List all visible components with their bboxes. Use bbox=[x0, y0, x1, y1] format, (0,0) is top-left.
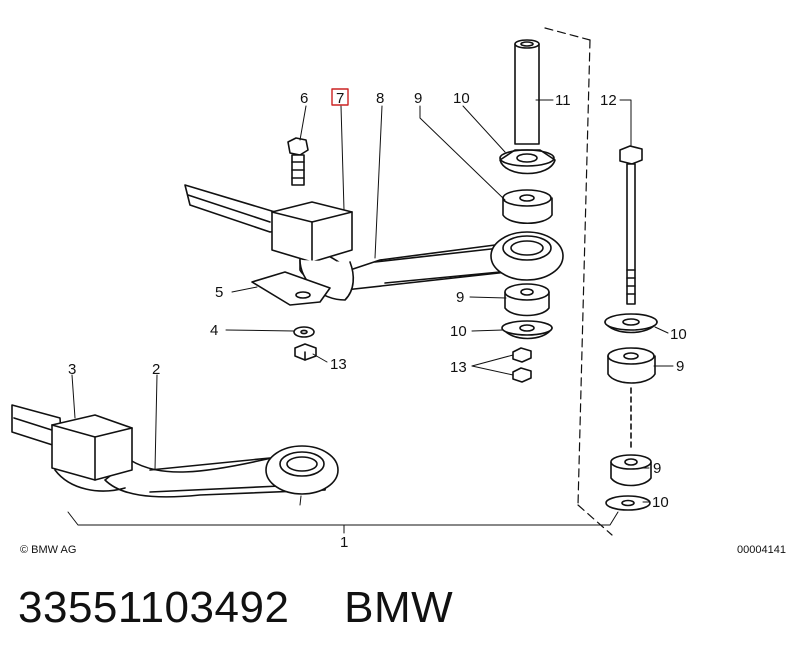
callout-10-top: 10 bbox=[453, 90, 470, 107]
callout-13-left: 13 bbox=[330, 356, 347, 373]
callout-10-right-lower: 10 bbox=[652, 494, 669, 511]
upper-stabilizer-bar bbox=[184, 184, 527, 291]
lower-rubber-mount bbox=[51, 414, 133, 492]
callout-1: 1 bbox=[340, 534, 348, 551]
washer-left bbox=[293, 326, 315, 338]
callout-10-right: 10 bbox=[670, 326, 687, 343]
callout-12: 12 bbox=[600, 92, 617, 109]
bushing-right-lower bbox=[610, 454, 652, 487]
highlight-box bbox=[331, 88, 349, 106]
callout-4: 4 bbox=[210, 322, 218, 339]
nut-left bbox=[294, 343, 317, 361]
washer-right-lower bbox=[605, 495, 651, 511]
callout-8: 8 bbox=[376, 90, 384, 107]
link-eye bbox=[490, 231, 564, 281]
callout-3: 3 bbox=[68, 361, 76, 378]
long-bolt bbox=[619, 145, 643, 305]
cup-washer-top bbox=[499, 149, 556, 175]
lower-stabilizer-bar bbox=[11, 404, 339, 498]
dashed-frame bbox=[544, 27, 613, 536]
callout-2: 2 bbox=[152, 361, 160, 378]
copyright-text: © BMW AG bbox=[20, 544, 76, 556]
callout-6: 6 bbox=[300, 90, 308, 107]
callout-9-right: 9 bbox=[676, 358, 684, 375]
upper-rubber-mount bbox=[271, 201, 355, 301]
bracket-plate bbox=[251, 271, 331, 306]
callout-9-right-lower: 9 bbox=[653, 460, 661, 477]
part-number: 33551103492 bbox=[18, 583, 290, 632]
spacer-tube bbox=[514, 39, 540, 145]
callout-9-top: 9 bbox=[414, 90, 422, 107]
callout-5: 5 bbox=[215, 284, 223, 301]
callout-11: 11 bbox=[555, 92, 571, 109]
callout-labels: 6 7 8 9 10 11 12 5 4 13 3 2 9 10 13 10 9… bbox=[20, 90, 786, 556]
part-caption: 33551103492 BMW bbox=[18, 583, 453, 633]
callout-13-right: 13 bbox=[450, 359, 467, 376]
exploded-parts-diagram: 6 7 8 9 10 11 12 5 4 13 3 2 9 10 13 10 9… bbox=[11, 27, 786, 556]
nuts-right bbox=[512, 347, 532, 383]
callout-9-mid: 9 bbox=[456, 289, 464, 306]
bushing-right-top bbox=[607, 347, 656, 384]
brand-name: BMW bbox=[344, 583, 454, 632]
callout-10-mid: 10 bbox=[450, 323, 467, 340]
leader-lines bbox=[67, 99, 674, 534]
washer-right-top bbox=[604, 313, 658, 334]
rubber-bushing-lower bbox=[504, 283, 550, 317]
hex-bolt bbox=[287, 137, 309, 186]
cup-washer-lower bbox=[501, 320, 553, 340]
drawing-number: 00004141 bbox=[737, 544, 786, 556]
callout-7: 7 bbox=[336, 90, 344, 107]
rubber-bushing-top bbox=[502, 189, 553, 225]
